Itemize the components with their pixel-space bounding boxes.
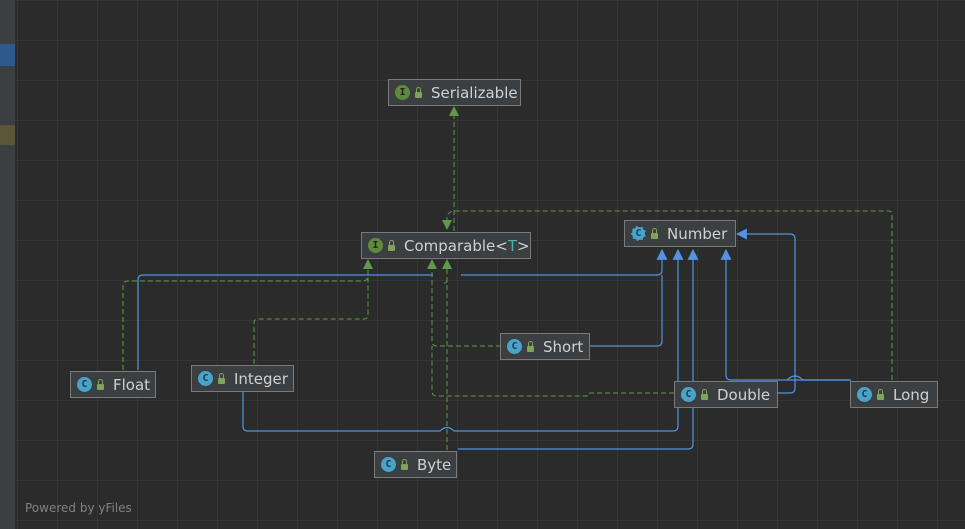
class-icon: C	[77, 377, 92, 392]
node-serializable[interactable]: I Serializable	[388, 79, 521, 106]
edge-long-hop	[786, 375, 851, 381]
node-label: Number	[667, 224, 728, 243]
abstract-class-icon: C	[631, 226, 646, 241]
type-parameter: T	[507, 236, 517, 255]
node-label: Serializable	[431, 83, 518, 102]
node-label: Float	[113, 375, 151, 394]
edge-short-comparable	[427, 259, 501, 347]
node-label: Double	[717, 385, 771, 404]
node-label: Short	[543, 337, 584, 356]
class-icon: C	[857, 387, 872, 402]
node-label: Long	[893, 385, 930, 404]
edge-integer-comparable	[253, 276, 369, 364]
lock-icon	[527, 340, 534, 352]
node-float[interactable]: C Float	[70, 371, 156, 398]
edge-float-comparable	[122, 259, 373, 370]
edge-short-number	[589, 275, 663, 347]
powered-by-label: Powered by yFiles	[25, 501, 132, 515]
node-byte[interactable]: C Byte	[374, 451, 457, 478]
lock-icon	[651, 227, 658, 239]
class-icon: C	[198, 371, 213, 386]
edge-long-comparable	[442, 210, 893, 380]
edge-float-number	[137, 250, 662, 370]
selected-tool-marker	[0, 44, 15, 66]
node-number[interactable]: C Number	[624, 220, 736, 247]
edge-long-number	[720, 248, 851, 381]
edge-double-number	[735, 228, 796, 394]
edge-byte-trunk	[443, 279, 448, 284]
interface-icon: I	[368, 238, 383, 253]
node-comparable[interactable]: I Comparable<T>	[361, 232, 531, 259]
lock-icon	[701, 388, 708, 400]
lock-icon	[415, 86, 422, 98]
node-label: Byte	[417, 455, 452, 474]
class-icon: C	[507, 339, 522, 354]
edge-double-comparable	[431, 346, 674, 397]
node-integer[interactable]: C Integer	[191, 365, 294, 392]
node-long[interactable]: C Long	[850, 381, 938, 408]
left-tool-strip	[0, 0, 15, 529]
tool-marker	[0, 125, 15, 145]
class-icon: C	[681, 387, 696, 402]
lock-icon	[388, 239, 395, 251]
node-double[interactable]: C Double	[674, 381, 778, 408]
node-label: Integer	[234, 369, 288, 388]
lock-icon	[218, 372, 225, 384]
lock-icon	[401, 458, 408, 470]
node-short[interactable]: C Short	[500, 333, 590, 360]
interface-icon: I	[395, 85, 410, 100]
edge-byte-number	[458, 248, 699, 450]
node-label-end: >	[517, 236, 530, 255]
class-icon: C	[381, 457, 396, 472]
lock-icon	[877, 388, 884, 400]
edge-integer-number	[242, 248, 684, 432]
lock-icon	[97, 378, 104, 390]
node-label: Comparable<	[404, 236, 508, 255]
